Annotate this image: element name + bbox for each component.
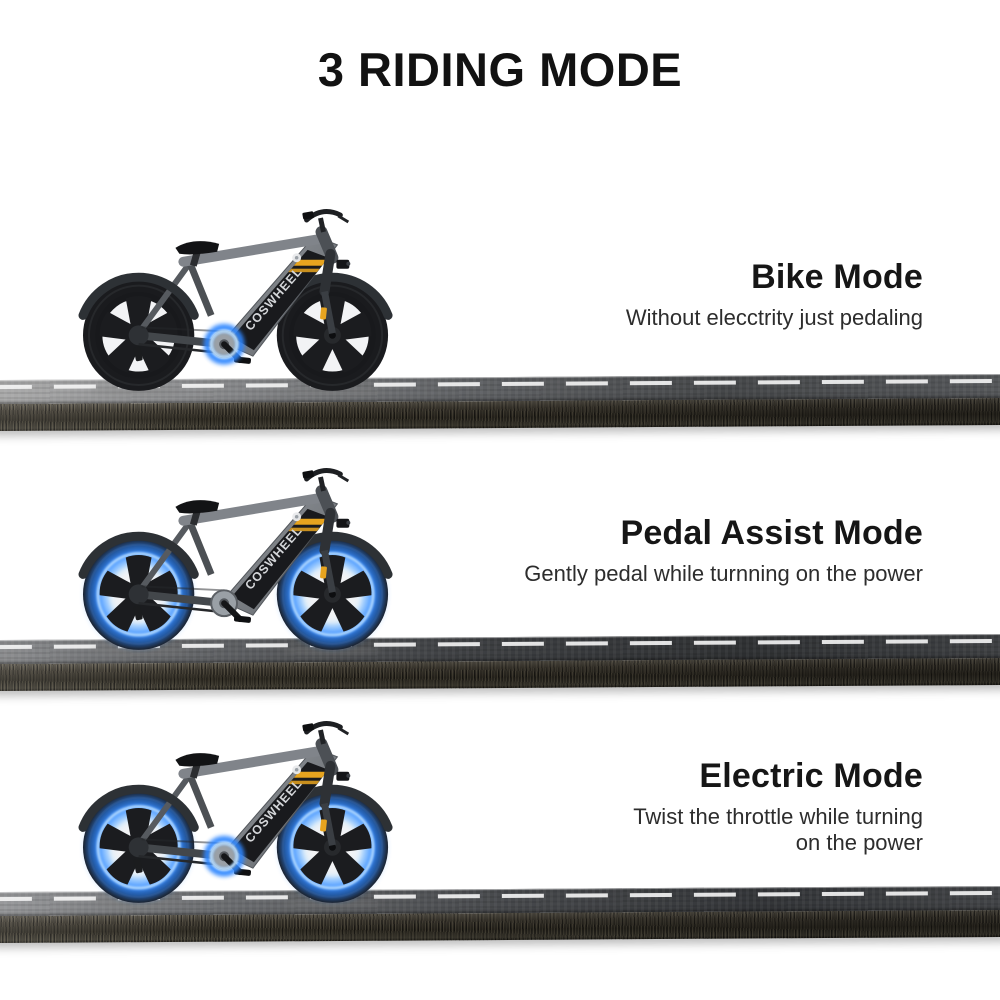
caption: Bike Mode Without elecctrity just pedali…: [626, 258, 923, 331]
description-line: on the power: [795, 830, 923, 856]
caption: Pedal Assist Mode Gently pedal while tur…: [524, 514, 923, 587]
mode-heading: Electric Mode: [699, 757, 923, 795]
mode-description: Without elecctrity just pedaling: [626, 305, 923, 331]
ebike-illustration: [82, 463, 400, 656]
description-line: Twist the throttle while turning: [633, 804, 923, 830]
caption: Electric Mode Twist the throttle while t…: [633, 757, 923, 856]
description-line: Gently pedal while turnning on the power: [524, 561, 923, 587]
mode-description: Gently pedal while turnning on the power: [524, 561, 923, 587]
description-line: Without elecctrity just pedaling: [625, 305, 923, 331]
ebike-illustration: [82, 204, 400, 397]
ebike-illustration: [82, 716, 400, 909]
mode-heading: Pedal Assist Mode: [620, 514, 923, 552]
page-title: 3 RIDING MODE: [317, 43, 683, 96]
mode-heading: Bike Mode: [751, 258, 923, 296]
